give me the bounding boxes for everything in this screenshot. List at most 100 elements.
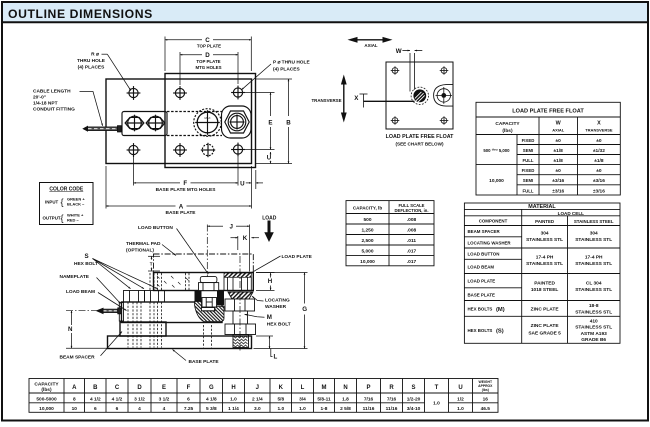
svg-text:CAPACITY: CAPACITY [34,382,59,388]
svg-text:{: { [61,213,64,223]
svg-text:LOAD PLATE FREE FLOAT: LOAD PLATE FREE FLOAT [512,109,584,115]
svg-text:AXIAL: AXIAL [364,43,377,48]
svg-text:±0: ±0 [556,138,562,144]
svg-text:3/4: 3/4 [299,396,306,402]
svg-text:FIXED: FIXED [522,168,535,173]
svg-text:J: J [230,224,234,231]
svg-text:.008: .008 [407,217,417,223]
svg-text:(OPTIONAL): (OPTIONAL) [126,247,154,253]
svg-text:F: F [183,180,187,187]
svg-text:11/16: 11/16 [386,406,398,412]
svg-text:6: 6 [116,406,119,412]
svg-text:(lbs): (lbs) [482,388,489,392]
svg-text:BASE PLATE: BASE PLATE [468,293,496,298]
svg-text:R ⌀: R ⌀ [91,52,99,58]
svg-text:BASE PLATE: BASE PLATE [165,210,196,216]
svg-text:.017: .017 [407,259,417,265]
svg-text:(M): (M) [496,307,505,313]
svg-text:X: X [354,95,359,102]
svg-text:10,000: 10,000 [489,178,504,184]
svg-text:LOCATING: LOCATING [265,297,290,303]
svg-text:STAINLESS STL: STAINLESS STL [526,237,563,243]
svg-text:±3/16: ±3/16 [593,188,605,194]
svg-text:6: 6 [187,396,190,402]
svg-text:R: R [389,385,394,391]
svg-text:BASE PLATE: BASE PLATE [189,359,220,365]
svg-text:5/8: 5/8 [277,396,284,402]
svg-text:LOAD BUTTON: LOAD BUTTON [138,225,173,231]
svg-text:DEFLECTION, in.: DEFLECTION, in. [395,208,429,213]
svg-text:5 3/8: 5 3/8 [206,406,217,412]
svg-text:N: N [68,326,73,333]
svg-text:3/4-10: 3/4-10 [407,406,421,412]
svg-text:THRU HOLE: THRU HOLE [77,58,106,64]
svg-text:MATERIAL: MATERIAL [528,204,556,210]
svg-text:HEX BOLTS: HEX BOLTS [468,307,493,312]
svg-text:M: M [322,385,327,391]
svg-text:MTG HOLES: MTG HOLES [195,65,221,70]
svg-text:FULL SCALE: FULL SCALE [399,203,425,208]
svg-text:4: 4 [138,406,141,412]
svg-text:NAMEPLATE: NAMEPLATE [60,274,90,280]
svg-text:5,000: 5,000 [361,249,373,255]
svg-text:FULL: FULL [523,158,534,163]
svg-text:1/2-20: 1/2-20 [407,396,421,402]
svg-text:U: U [458,385,462,391]
svg-text:10: 10 [72,406,78,412]
svg-text:4 1/2: 4 1/2 [112,396,123,402]
svg-text:1.0: 1.0 [457,406,464,412]
svg-text:±0: ±0 [596,168,602,174]
svg-text:(lbs): (lbs) [41,387,52,393]
svg-text:CAPACITY: CAPACITY [495,121,520,127]
svg-text:LOAD BEAM: LOAD BEAM [66,289,95,295]
svg-text:TRANSVERSE: TRANSVERSE [311,98,341,103]
svg-text:RED −: RED − [67,218,80,223]
svg-text:T: T [435,385,439,391]
svg-text:CL 304: CL 304 [586,281,602,287]
svg-text:CABLE LENGTH: CABLE LENGTH [33,89,71,95]
svg-text:U: U [267,154,272,161]
svg-text:8: 8 [73,396,76,402]
svg-text:BASE PLATE MTG HOLES: BASE PLATE MTG HOLES [156,187,217,193]
svg-text:J: J [256,385,259,391]
svg-text:D: D [205,52,210,59]
svg-text:INPUT: INPUT [45,199,58,204]
svg-text:1.0: 1.0 [433,401,440,407]
svg-text:HEX BOLTS: HEX BOLTS [468,328,493,333]
svg-text:10,000: 10,000 [39,406,54,412]
svg-text:500-5000: 500-5000 [36,396,57,402]
svg-text:±1/8: ±1/8 [554,158,564,164]
svg-text:18-8: 18-8 [589,303,599,309]
svg-text:H: H [231,385,235,391]
svg-text:BEAM SPACER: BEAM SPACER [468,229,501,234]
svg-text:MAX: MAX [204,116,210,120]
svg-text:C: C [115,385,120,391]
svg-text:U: U [240,180,245,187]
svg-text:WHITE +: WHITE + [67,213,84,218]
svg-text:PAINTED: PAINTED [534,281,555,287]
svg-text:7.25: 7.25 [184,406,194,412]
svg-text:S: S [411,385,415,391]
svg-text:E: E [268,119,272,126]
svg-text:(4) PLACES: (4) PLACES [78,64,105,70]
svg-text:4 1/8: 4 1/8 [206,396,217,402]
svg-text:G: G [209,385,214,391]
svg-text:2 5/8: 2 5/8 [340,406,351,412]
svg-text:HEX BOLT: HEX BOLT [74,261,98,267]
svg-text:WEIGHT: WEIGHT [479,380,493,384]
svg-text:THERMAL PAD: THERMAL PAD [126,241,161,247]
svg-text:B: B [286,119,291,126]
svg-text:D: D [137,385,142,391]
svg-text:STAINLESS STL: STAINLESS STL [575,261,612,267]
svg-text:ZINC PLATE: ZINC PLATE [531,323,560,329]
svg-text:1.8: 1.8 [342,396,349,402]
svg-text:N: N [343,385,347,391]
svg-text:LOAD BUTTON: LOAD BUTTON [468,252,500,257]
svg-text:10,000: 10,000 [360,259,375,265]
svg-text:3 1/2: 3 1/2 [134,396,145,402]
svg-text:STAINLESS STL: STAINLESS STL [575,287,612,293]
svg-text:304: 304 [541,231,549,237]
svg-text:LOAD PLATE: LOAD PLATE [468,279,496,284]
svg-text:1/4-18 NPT: 1/4-18 NPT [33,101,58,107]
svg-text:ZINC PLATE: ZINC PLATE [531,306,560,312]
